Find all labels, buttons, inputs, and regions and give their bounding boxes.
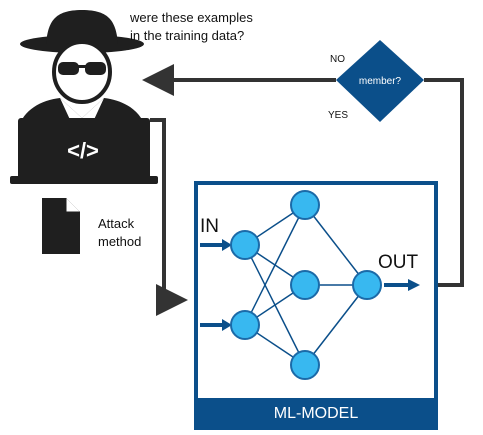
question-line-1: were these examples <box>129 10 253 25</box>
decision-no-label: NO <box>330 54 345 65</box>
laptop-icon <box>10 118 158 184</box>
output-to-decision-line <box>424 78 464 287</box>
decision-yes-label: YES <box>328 110 348 121</box>
ml-model-name: ML-MODEL <box>274 405 359 422</box>
hidden-node-1 <box>290 190 320 220</box>
hidden-node-3 <box>290 350 320 380</box>
ml-model-box <box>194 181 438 430</box>
input-arrow-bottom <box>200 319 232 331</box>
input-node-1 <box>230 230 260 260</box>
attack-label-line-1: Attack <box>98 216 135 231</box>
code-symbol-label: </> <box>67 138 99 163</box>
output-node <box>352 270 382 300</box>
input-node-2 <box>230 310 260 340</box>
neural-network-icon <box>230 190 382 380</box>
decision-diamond <box>336 40 424 122</box>
input-arrow-top <box>200 239 232 251</box>
attack-input-arrow <box>150 118 188 316</box>
hidden-node-2 <box>290 270 320 300</box>
attack-label-line-2: method <box>98 234 141 249</box>
ml-model-footer <box>196 398 436 428</box>
in-label: IN <box>200 216 219 237</box>
document-icon <box>42 198 80 254</box>
question-line-2: in the training data? <box>130 28 244 43</box>
out-label: OUT <box>378 252 419 273</box>
decision-label: member? <box>359 76 402 87</box>
output-arrow <box>384 279 420 291</box>
